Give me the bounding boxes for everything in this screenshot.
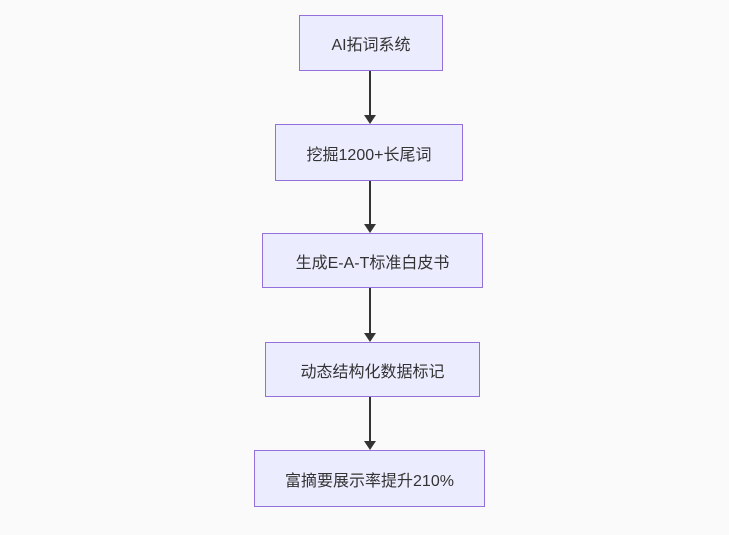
arrow-head-icon bbox=[364, 441, 376, 450]
flow-arrow-1 bbox=[364, 71, 377, 124]
flow-node-ai-word-expansion: AI拓词系统 bbox=[299, 15, 443, 71]
arrow-line bbox=[369, 288, 371, 335]
flow-node-rich-snippet-result: 富摘要展示率提升210% bbox=[254, 450, 485, 507]
flow-node-label: 富摘要展示率提升210% bbox=[285, 472, 454, 490]
flow-node-eat-whitepaper: 生成E-A-T标准白皮书 bbox=[262, 233, 483, 288]
arrow-head-icon bbox=[364, 115, 376, 124]
arrow-line bbox=[369, 71, 371, 117]
flow-arrow-3 bbox=[364, 288, 377, 342]
arrow-head-icon bbox=[364, 224, 376, 233]
flow-node-label: AI拓词系统 bbox=[331, 37, 411, 54]
flow-arrow-4 bbox=[364, 397, 377, 450]
flow-node-label: 生成E-A-T标准白皮书 bbox=[295, 254, 450, 272]
arrow-line bbox=[369, 181, 371, 226]
flow-arrow-2 bbox=[364, 181, 377, 233]
arrow-head-icon bbox=[364, 333, 376, 342]
flow-node-structured-data-markup: 动态结构化数据标记 bbox=[265, 342, 480, 397]
arrow-line bbox=[369, 397, 371, 443]
flow-node-longtail-mining: 挖掘1200+长尾词 bbox=[275, 124, 463, 181]
flow-node-label: 挖掘1200+长尾词 bbox=[306, 146, 432, 164]
flow-node-label: 动态结构化数据标记 bbox=[300, 363, 445, 381]
